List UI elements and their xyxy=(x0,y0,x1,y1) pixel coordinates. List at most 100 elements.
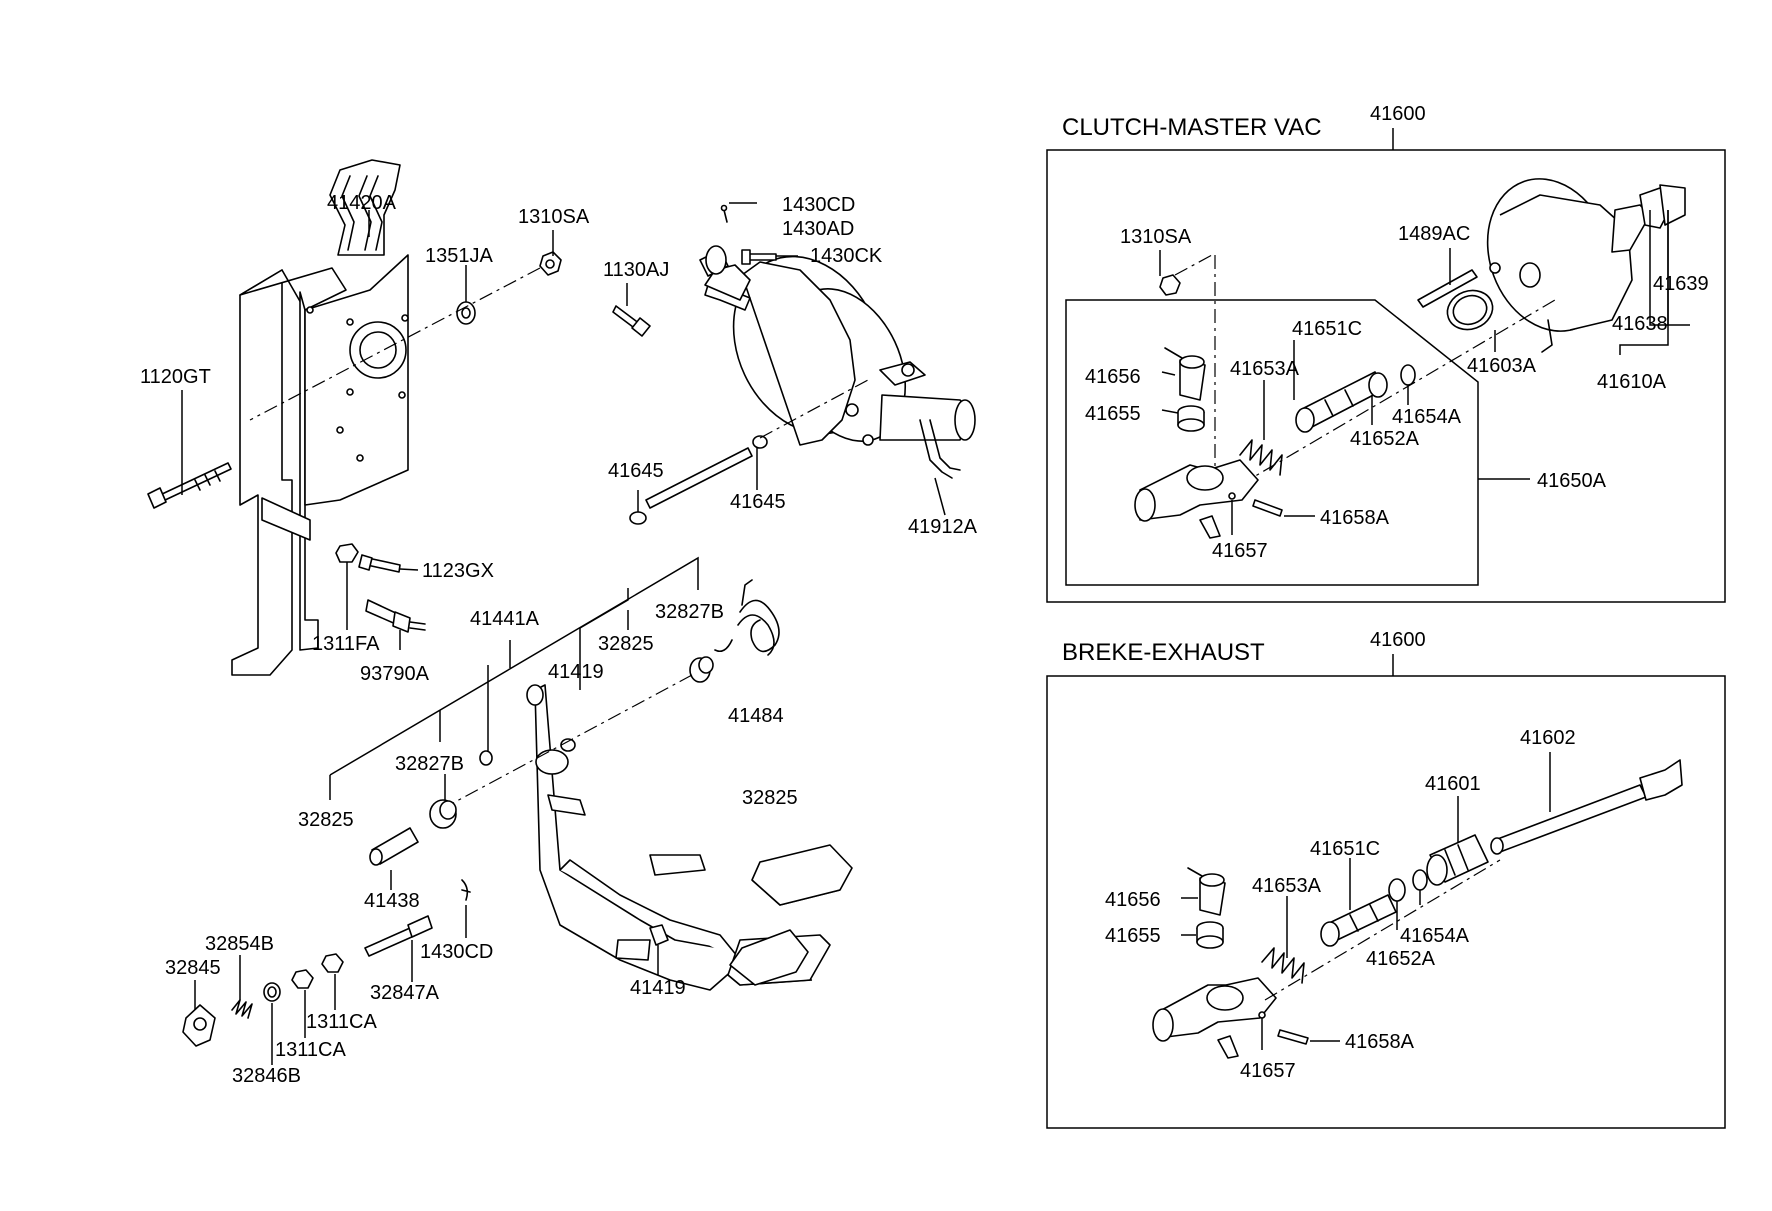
nut-1311FA xyxy=(335,543,359,563)
spring-32854B xyxy=(231,999,253,1019)
brake-booster xyxy=(699,245,976,446)
brake-label-41601: 41601 xyxy=(1425,773,1481,795)
label-1120GT: 1120GT xyxy=(140,366,211,388)
nut-1310SA xyxy=(539,251,562,276)
rod-32847A xyxy=(364,915,433,957)
label-1311FA: 1311FA xyxy=(312,633,380,655)
label-32827B-b: 32827B xyxy=(395,753,464,775)
brake-seal-41652A xyxy=(1388,878,1406,902)
bushing-32827B-lower xyxy=(429,799,457,829)
brake-section-title: BREKE-EXHAUST xyxy=(1062,639,1265,666)
label-1351JA: 1351JA xyxy=(425,245,493,267)
brake-dot-41657 xyxy=(1258,1011,1266,1019)
label-41419-b: 41419 xyxy=(630,977,686,999)
label-32825-a: 32825 xyxy=(598,633,654,655)
clutch-booster xyxy=(1486,178,1686,353)
label-32845: 32845 xyxy=(165,957,221,979)
label-1123GX: 1123GX xyxy=(422,560,494,582)
clutch-label-41657: 41657 xyxy=(1212,540,1268,562)
pedal-pad-lower xyxy=(729,929,809,986)
clutch-label-41653A: 41653A xyxy=(1230,358,1300,380)
small-bushing-32827B xyxy=(479,750,493,766)
brake-label-41657: 41657 xyxy=(1240,1060,1296,1082)
clutch-label-41639: 41639 xyxy=(1653,273,1709,295)
clutch-ring-41654A xyxy=(1400,364,1416,386)
clutch-seal-41652A xyxy=(1368,372,1388,398)
clutch-subassembly-frame xyxy=(1065,299,1479,586)
brake-spring-41653A xyxy=(1261,947,1305,984)
leader-lines-brake xyxy=(1181,752,1551,1050)
pin-1430CD-top xyxy=(720,204,728,223)
label-32825-b: 32825 xyxy=(742,787,798,809)
brake-label-41602: 41602 xyxy=(1520,727,1576,749)
label-32827B-a: 32827B xyxy=(655,601,724,623)
brake-piston-41651C xyxy=(1320,894,1397,947)
clutch-nut-1310SA xyxy=(1159,274,1181,296)
clutch-frame xyxy=(1046,149,1726,603)
brake-ring-41654A xyxy=(1412,869,1428,891)
label-1430AD: 1430AD xyxy=(782,218,854,240)
clutch-dot-41657 xyxy=(1228,492,1236,500)
brake-master-cylinder-body xyxy=(1152,977,1277,1059)
label-1311CA-b: 1311CA xyxy=(275,1039,346,1061)
clutch-grommet-41655 xyxy=(1177,405,1205,432)
clip-1430CD xyxy=(461,879,471,901)
label-1130AJ: 1130AJ xyxy=(603,259,669,281)
label-41912A: 41912A xyxy=(908,516,978,538)
brake-label-41656: 41656 xyxy=(1105,889,1161,911)
clutch-cap-41656 xyxy=(1164,347,1206,401)
labels-left: 41420A 1310SA 1351JA 1120GT 1130AJ 1430C… xyxy=(140,192,978,1087)
label-41484: 41484 xyxy=(728,705,784,727)
clutch-master-cylinder-body xyxy=(1134,459,1259,539)
label-41420A: 41420A xyxy=(327,192,397,214)
brake-frame xyxy=(1046,675,1726,1129)
clip-41419-lower xyxy=(649,924,669,946)
clutch-label-41603A: 41603A xyxy=(1467,355,1537,377)
labels-brake: 41602 41601 41651C 41656 41653A 41655 41… xyxy=(1105,727,1576,1082)
stud-1489AC xyxy=(1417,269,1478,308)
brake-pushrod-41602 xyxy=(1490,759,1683,855)
clutch-label-41610A: 41610A xyxy=(1597,371,1667,393)
brake-boot-41601 xyxy=(1426,834,1489,886)
label-32847A: 32847A xyxy=(370,982,440,1004)
brake-label-41653A: 41653A xyxy=(1252,875,1322,897)
sleeve-41438 xyxy=(369,827,419,866)
label-1430CD-top: 1430CD xyxy=(782,194,855,216)
clutch-label-41655: 41655 xyxy=(1085,403,1141,425)
clutch-label-41654A: 41654A xyxy=(1392,406,1462,428)
clutch-label-41638: 41638 xyxy=(1612,313,1668,335)
label-1430CD-bot: 1430CD xyxy=(420,941,493,963)
spring-41484 xyxy=(714,579,780,656)
pedal-assembly-left: 41420A 1310SA 1351JA 1120GT 1130AJ 1430C… xyxy=(140,159,978,1087)
clutch-label-41652A: 41652A xyxy=(1350,428,1420,450)
clutch-label-1489AC: 1489AC xyxy=(1398,223,1470,245)
bolt-1130AJ xyxy=(612,305,651,337)
pedal-pad-32825 xyxy=(751,844,853,906)
bolt-1430CK xyxy=(741,249,777,265)
panel-clutch-master-vac: CLUTCH-MASTER VAC 41600 xyxy=(1046,103,1726,603)
clutch-label-1310SA: 1310SA xyxy=(1120,226,1192,248)
label-41419-a: 41419 xyxy=(548,661,604,683)
brake-label-41652A: 41652A xyxy=(1366,948,1436,970)
bolt-1123GX xyxy=(358,554,401,573)
clutch-label-41650A: 41650A xyxy=(1537,470,1607,492)
switch-93790A xyxy=(365,599,426,633)
brake-label-41658A: 41658A xyxy=(1345,1031,1415,1053)
label-1310SA: 1310SA xyxy=(518,206,590,228)
label-41441A: 41441A xyxy=(470,608,540,630)
panel-breke-exhaust: BREKE-EXHAUST 41600 xyxy=(1046,629,1726,1129)
clutch-label-41656: 41656 xyxy=(1085,366,1141,388)
stopper-32845 xyxy=(182,1004,216,1047)
bushing-32827B-upper xyxy=(689,656,714,683)
leader-lines-left xyxy=(181,202,946,1065)
brake-assembly-number: 41600 xyxy=(1370,629,1426,651)
brake-pin-41658A xyxy=(1277,1029,1309,1045)
label-41438: 41438 xyxy=(364,890,420,912)
clutch-label-41658A: 41658A xyxy=(1320,507,1390,529)
rod-41645 xyxy=(629,435,768,525)
brake-cap-41656 xyxy=(1187,867,1226,916)
washer-1351JA xyxy=(456,301,476,325)
brake-label-41655: 41655 xyxy=(1105,925,1161,947)
clutch-label-41651C: 41651C xyxy=(1292,318,1362,340)
